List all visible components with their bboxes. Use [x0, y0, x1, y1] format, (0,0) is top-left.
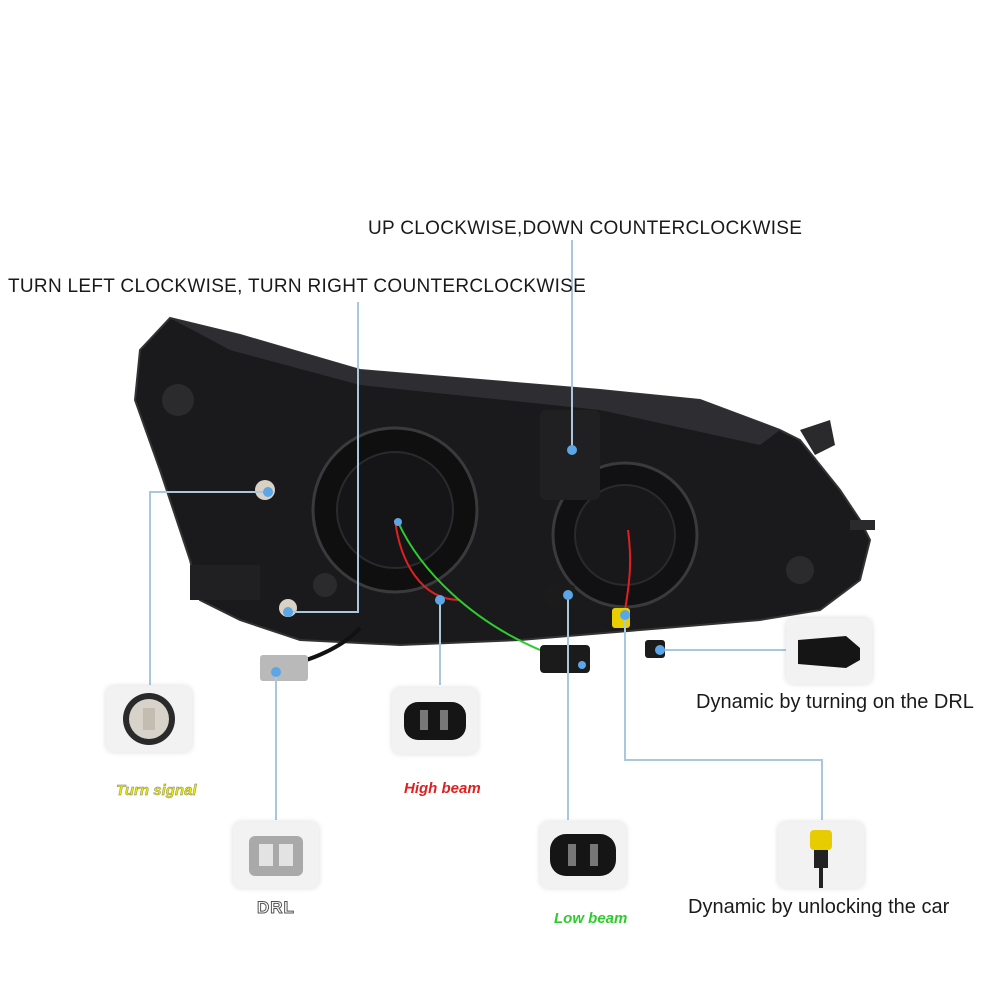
- horizontal-adjust-callout: TURN LEFT CLOCKWISE, TURN RIGHT COUNTERC…: [8, 276, 587, 297]
- drl-label: DRL: [257, 898, 295, 918]
- high-beam-plug-photo: [392, 688, 478, 754]
- vertical-adjust-callout: UP CLOCKWISE,DOWN COUNTERCLOCKWISE: [368, 218, 803, 239]
- unlock-dynamic-callout: Dynamic by unlocking the car: [688, 896, 950, 918]
- low-beam-label: Low beam: [554, 910, 628, 927]
- callout-lines: [149, 240, 823, 820]
- callout-dots: [263, 445, 665, 677]
- high-beam-label: High beam: [404, 780, 481, 797]
- low-beam-plug-photo: [540, 822, 626, 888]
- headlight-housing: [133, 316, 875, 681]
- turn-signal-label: Turn signal: [116, 782, 197, 799]
- unlock-signal-wire-photo: [778, 822, 864, 888]
- drl-plug-photo: [233, 822, 319, 888]
- turn-signal-socket-photo: [106, 686, 192, 752]
- drl-dynamic-callout: Dynamic by turning on the DRL: [696, 691, 974, 713]
- drl-signal-wire-photo: [786, 618, 872, 684]
